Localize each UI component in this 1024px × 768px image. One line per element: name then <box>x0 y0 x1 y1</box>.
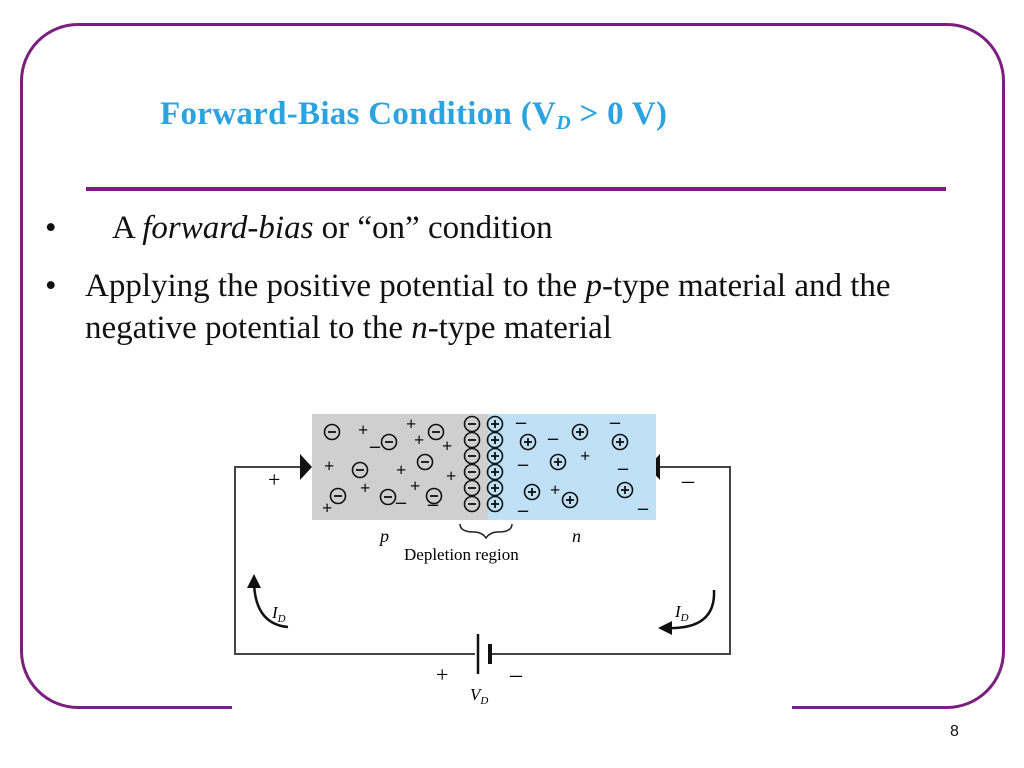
battery-plus-label: + <box>436 662 448 687</box>
acceptor-ion <box>463 479 481 497</box>
n-label: n <box>572 526 581 546</box>
slide-title: Forward-Bias Condition (VD > 0 V) <box>160 96 668 134</box>
acceptor-ion <box>329 487 347 505</box>
donor-ion <box>616 481 634 499</box>
acceptor-ion <box>463 415 481 433</box>
forward-bias-diagram: ++++++++++––––––––––++ p n Depletion reg… <box>234 411 731 707</box>
bullet-marker: • <box>45 210 57 246</box>
hole-carrier: + <box>414 430 424 450</box>
hole-carrier: + <box>550 480 560 500</box>
electron-carrier: – <box>369 435 381 457</box>
page-number: 8 <box>950 723 959 740</box>
depletion-brace <box>459 523 513 540</box>
electron-carrier: – <box>637 497 649 519</box>
electron-carrier: – <box>617 457 629 479</box>
acceptor-ion <box>425 487 443 505</box>
frame-gap <box>232 700 792 714</box>
donor-ion <box>486 495 504 513</box>
plus-terminal-label: + <box>268 467 280 492</box>
donor-ion <box>519 433 537 451</box>
electron-carrier: – <box>547 427 559 449</box>
acceptor-ion <box>463 431 481 449</box>
donor-ion <box>611 433 629 451</box>
donor-ion <box>486 463 504 481</box>
acceptor-ion <box>416 453 434 471</box>
bullet-marker: • <box>45 268 57 304</box>
title-divider <box>86 187 946 191</box>
current-arrowhead-left <box>247 574 261 588</box>
hole-carrier: + <box>580 446 590 466</box>
donor-ion <box>523 483 541 501</box>
donor-ion <box>486 415 504 433</box>
hole-carrier: + <box>406 414 416 434</box>
electron-carrier: – <box>609 411 621 433</box>
left-terminal <box>300 454 312 480</box>
hole-carrier: + <box>358 420 368 440</box>
donor-ion <box>571 423 589 441</box>
acceptor-ion <box>351 461 369 479</box>
battery-label: VD <box>470 685 488 707</box>
acceptor-ion <box>379 488 397 506</box>
depletion-label: Depletion region <box>404 545 519 564</box>
current-label-right: ID <box>674 602 689 624</box>
electron-carrier: – <box>517 499 529 521</box>
electron-carrier: – <box>517 453 529 475</box>
current-arrowhead-right <box>658 621 672 635</box>
current-label-left: ID <box>271 603 286 625</box>
hole-carrier: + <box>446 466 456 486</box>
hole-carrier: + <box>396 460 406 480</box>
hole-carrier: + <box>410 476 420 496</box>
acceptor-ion <box>380 433 398 451</box>
donor-ion <box>549 453 567 471</box>
hole-carrier: + <box>360 478 370 498</box>
minus-terminal-label: – <box>681 468 695 494</box>
donor-ion <box>561 491 579 509</box>
acceptor-ion <box>463 463 481 481</box>
acceptor-ion <box>323 423 341 441</box>
charge-carriers: ++++++++++––––––––––++ <box>322 411 649 521</box>
bullet-forward-bias: A forward-bias or “on” condition <box>112 210 553 246</box>
electron-carrier: – <box>515 411 527 433</box>
bullet-applying-potential: Applying the positive potential to the p… <box>85 268 891 346</box>
acceptor-ion <box>463 495 481 513</box>
hole-carrier: + <box>322 498 332 518</box>
n-region <box>512 414 656 520</box>
p-label: p <box>378 526 389 546</box>
acceptor-ion <box>427 423 445 441</box>
hole-carrier: + <box>442 436 452 456</box>
hole-carrier: + <box>324 456 334 476</box>
donor-ion <box>486 447 504 465</box>
electron-carrier: – <box>395 491 407 513</box>
circuit-wire <box>234 466 731 655</box>
current-arrow-left <box>252 581 289 629</box>
acceptor-ion <box>463 447 481 465</box>
electron-carrier: – <box>427 493 439 515</box>
donor-ion <box>486 479 504 497</box>
donor-ion <box>486 431 504 449</box>
battery-minus-label: – <box>509 662 523 688</box>
current-arrow-right <box>665 589 716 630</box>
